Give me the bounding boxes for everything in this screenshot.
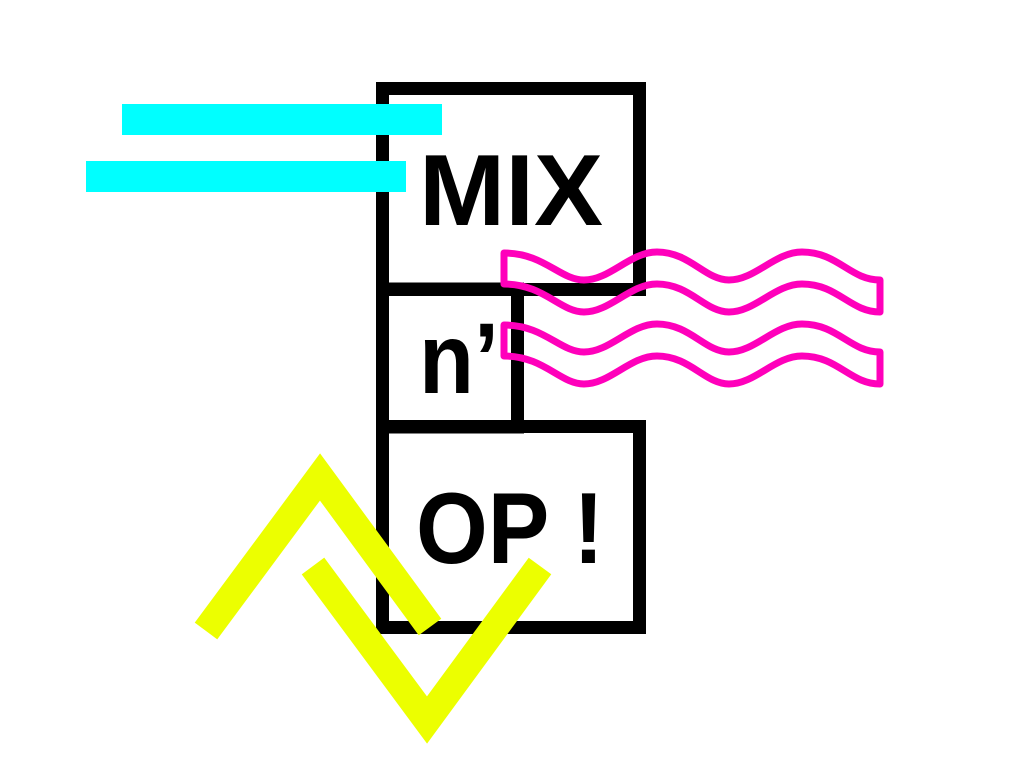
logo-text-mix: MIX <box>419 135 603 247</box>
cyan-stripe-top <box>122 104 442 135</box>
cyan-stripes <box>86 104 442 192</box>
cyan-stripe-bottom <box>86 161 406 192</box>
yellow-zigzag-valley <box>301 557 552 744</box>
logo-text-n: n’ <box>419 303 499 415</box>
magenta-waves <box>500 248 884 388</box>
magenta-wave-top <box>500 248 884 316</box>
logo-text-op: OP ! <box>416 473 604 585</box>
yellow-zigzag-peak <box>194 453 442 640</box>
magenta-wave-bottom <box>500 320 884 388</box>
yellow-zigzags <box>194 453 552 744</box>
